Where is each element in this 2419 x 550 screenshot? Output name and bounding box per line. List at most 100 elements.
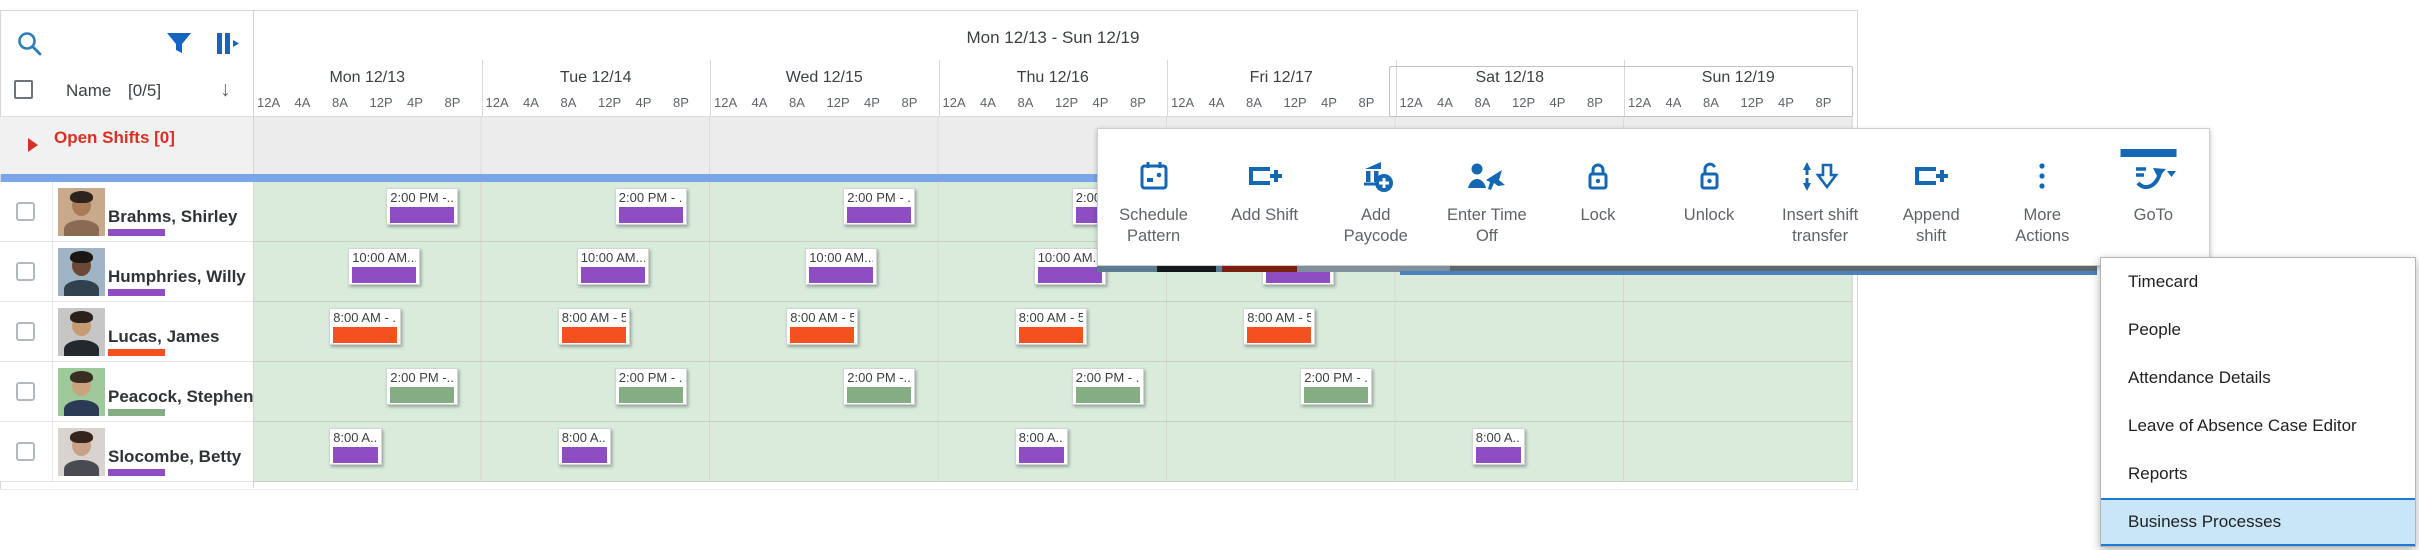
add-shift-icon	[1243, 159, 1287, 193]
day-divider	[1395, 60, 1397, 116]
goto-menu-item[interactable]: Leave of Absence Case Editor	[2128, 416, 2357, 435]
toolbar-button-label: Enter Time Off	[1446, 206, 1527, 245]
column-selector-icon[interactable]	[210, 26, 244, 60]
toolbar-button-schedule-pattern[interactable]: Schedule Pattern	[1098, 129, 1209, 265]
shift-color-bar	[1037, 267, 1102, 283]
shift-block[interactable]: 2:00 PM - ...	[614, 368, 687, 405]
day-header: Wed 12/15	[785, 69, 863, 86]
shift-block[interactable]: 2:00 PM -...	[386, 368, 459, 405]
row-checkbox[interactable]	[16, 202, 35, 221]
selection-count: [0/5]	[128, 81, 162, 100]
schedule-grid-row	[253, 362, 1853, 422]
expand-caret-icon[interactable]	[28, 138, 38, 152]
more-actions-icon	[2024, 159, 2060, 193]
time-tick: 4P	[864, 95, 880, 110]
toolbar-button-append-shift[interactable]: Append shift	[1876, 129, 1987, 265]
shift-block[interactable]: 10:00 AM...	[348, 248, 421, 285]
shift-color-bar	[847, 387, 912, 403]
employee-name: Humphries, Willy	[108, 267, 246, 286]
shift-block[interactable]: 8:00 AM - 5...	[1243, 308, 1316, 345]
employee-color-bar	[108, 229, 165, 236]
shift-time-label: 2:00 PM -...	[390, 190, 455, 205]
row-checkbox[interactable]	[16, 442, 35, 461]
shift-time-label: 10:00 AM...	[1037, 250, 1102, 265]
time-tick: 4P	[1549, 95, 1566, 110]
employee-row: Humphries, Willy	[0, 242, 253, 302]
toolbar-button-more-actions[interactable]: More Actions	[1987, 129, 2098, 265]
row-checkbox[interactable]	[16, 322, 35, 341]
time-tick: 8P	[901, 95, 918, 110]
shift-block[interactable]: 8:00 AM - 5...	[1014, 308, 1087, 345]
goto-menu-item[interactable]: Attendance Details	[2128, 368, 2271, 387]
toolbar-button-add-shift[interactable]: Add Shift	[1209, 129, 1320, 265]
day-header: Tue 12/14	[560, 69, 632, 86]
shift-block[interactable]: 10:00 AM...	[805, 248, 878, 285]
goto-menu-item[interactable]: Reports	[2128, 464, 2188, 483]
avatar	[58, 368, 105, 416]
row-checkbox[interactable]	[16, 382, 35, 401]
time-tick: 8P	[1130, 95, 1146, 110]
shift-block[interactable]: 8:00 A...	[1014, 428, 1068, 465]
goto-menu-item[interactable]: Timecard	[2128, 272, 2199, 291]
checkbox-cell	[0, 422, 53, 482]
shift-time-label: 2:00 PM -...	[390, 370, 455, 385]
goto-menu-item[interactable]: People	[2128, 320, 2181, 339]
sort-icon[interactable]: ↓	[220, 78, 231, 101]
time-tick: 4P	[407, 95, 423, 110]
shift-block[interactable]: 8:00 A...	[329, 428, 383, 465]
toolbar-button-insert-shift-transfer[interactable]: Insert shift transfer	[1765, 129, 1876, 265]
shift-block[interactable]: 2:00 PM - ...	[1071, 368, 1144, 405]
employee-row: Slocombe, Betty	[0, 422, 253, 482]
filter-icon[interactable]	[162, 26, 196, 60]
toolbar-button-add-paycode[interactable]: Add Paycode	[1320, 129, 1431, 265]
name-column-header: Name [0/5] ↓	[0, 78, 253, 108]
day-header: Thu 12/16	[1016, 69, 1089, 86]
shift-block[interactable]: 10:00 AM...	[1033, 248, 1106, 285]
search-icon[interactable]	[12, 26, 46, 60]
panel-divider	[253, 10, 254, 488]
goto-menu-item[interactable]: Business Processes	[2101, 498, 2415, 547]
time-tick: 12P	[1512, 95, 1536, 110]
toolbar-button-lock[interactable]: Lock	[1542, 129, 1653, 265]
shift-block[interactable]: 10:00 AM...	[576, 248, 649, 285]
shift-color-bar	[1075, 387, 1140, 403]
row-checkbox[interactable]	[16, 262, 35, 281]
employee-name: Brahms, Shirley	[108, 207, 238, 226]
shift-block[interactable]: 2:00 PM -...	[386, 188, 459, 225]
time-tick: 12P	[369, 95, 393, 110]
open-shifts-label: Open Shifts [0]	[54, 128, 175, 147]
shift-block[interactable]: 8:00 A...	[557, 428, 611, 465]
shift-block[interactable]: 2:00 PM - ...	[843, 188, 916, 225]
shift-time-label: 2:00 PM - ...	[847, 190, 912, 205]
name-header-label: Name	[66, 81, 112, 100]
time-tick: 12A	[942, 95, 966, 110]
day-header: Sat 12/18	[1475, 69, 1545, 86]
toolbar-button-goto[interactable]: GoTo	[2098, 129, 2209, 265]
time-tick: 4A	[751, 95, 768, 110]
lock-icon	[1580, 159, 1616, 193]
shift-color-bar	[561, 447, 607, 463]
time-tick: 4A	[1437, 95, 1453, 110]
toolbar-button-label: Append shift	[1902, 206, 1960, 245]
shift-block[interactable]: 8:00 AM - ...	[329, 308, 402, 345]
shift-block[interactable]: 2:00 PM - ...	[1300, 368, 1373, 405]
open-shifts-row[interactable]: Open Shifts [0]	[0, 116, 253, 175]
toolbar-button-label: Schedule Pattern	[1119, 206, 1188, 245]
select-all-checkbox[interactable]	[14, 80, 33, 99]
shift-block[interactable]: 8:00 A...	[1471, 428, 1525, 465]
shift-block[interactable]: 8:00 AM - 5...	[786, 308, 859, 345]
shift-block[interactable]: 8:00 AM - 5...	[557, 308, 630, 345]
toolbar-button-unlock[interactable]: Unlock	[1653, 129, 1764, 265]
shift-color-bar	[333, 327, 398, 343]
append-shift-icon	[1909, 159, 1953, 193]
shift-block[interactable]: 2:00 PM -...	[843, 368, 916, 405]
toolbar-button-enter-time-off[interactable]: Enter Time Off	[1431, 129, 1542, 265]
goto-icon	[2129, 159, 2177, 193]
shift-block[interactable]: 2:00 PM - ...	[614, 188, 687, 225]
